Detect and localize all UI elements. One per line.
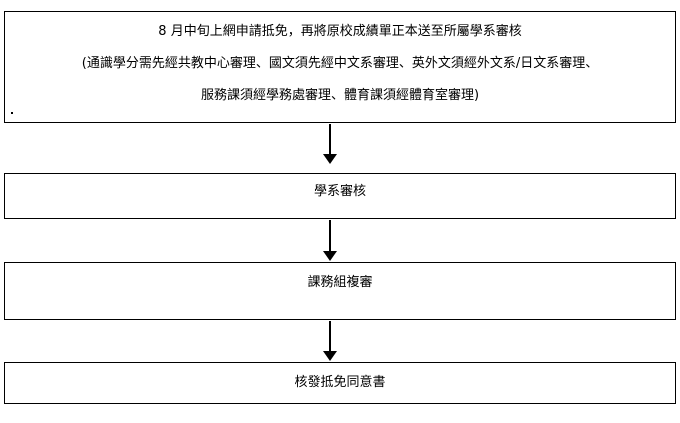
down-arrow-icon [323,220,337,262]
flow-step-department-review-label: 學系審核 [313,184,366,199]
arrow-shaft [329,220,331,253]
down-arrow-icon [323,124,337,164]
arrow-head [323,154,337,164]
flow-step-apply-line-3: 服務課須經學務處審理、體育課須經體育室審理) [200,88,480,103]
arrow-shaft [329,321,331,353]
arrow-head [323,251,337,261]
arrow-head [323,351,337,361]
flow-step-apply-line-2: (通識學分需先經共教中心審理、國文須先經中文系審理、英外文須經外文系/日文系審理… [81,56,599,71]
flow-step-apply-line-1: 8 月中旬上網申請抵免，再將原校成績單正本送至所屬學系審核 [158,24,522,39]
stray-dot-mark [11,112,13,114]
flow-step-issue-approval: 核發抵免同意書 [4,362,676,404]
down-arrow-icon [323,321,337,362]
arrow-shaft [329,124,331,156]
flow-step-registry-recheck-label: 課務組複審 [307,275,373,290]
flow-step-department-review: 學系審核 [4,173,676,219]
flow-step-registry-recheck: 課務組複審 [4,262,676,320]
flow-step-apply: 8 月中旬上網申請抵免，再將原校成績單正本送至所屬學系審核 (通識學分需先經共教… [4,11,676,123]
flow-step-issue-approval-label: 核發抵免同意書 [294,375,386,390]
